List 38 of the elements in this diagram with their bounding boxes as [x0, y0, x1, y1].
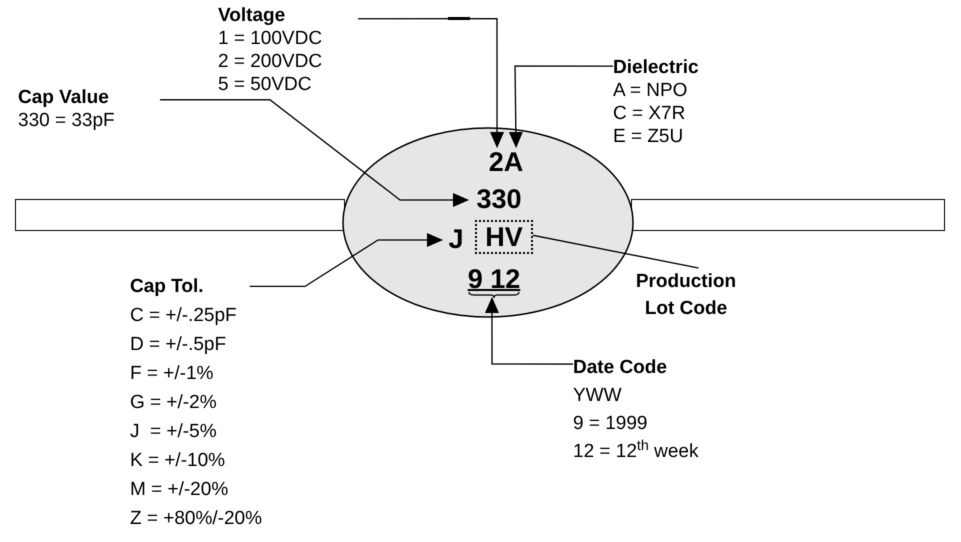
code-legend-line: E = Z5U	[613, 125, 684, 148]
callout-heading: Production Lot Code	[634, 270, 738, 321]
marking-code-box	[475, 220, 533, 254]
code-legend-line: 5 = 50VDC	[218, 73, 312, 96]
marking-code: 2A	[488, 147, 524, 177]
callout-heading: Cap Value	[18, 86, 110, 109]
lead-wire	[631, 199, 945, 231]
callout-heading: Date Code	[573, 356, 668, 380]
code-legend-line: 9 = 1999	[573, 412, 648, 436]
code-legend-line: G = +/-2%	[130, 391, 218, 415]
leader-line	[532, 234, 699, 269]
arrow	[508, 65, 613, 148]
code-legend-line: 2 = 200VDC	[218, 50, 324, 73]
code-legend-line: A = NPO	[613, 79, 688, 102]
code-legend-line: F = +/-1%	[130, 362, 214, 386]
callout-heading: Voltage	[218, 4, 286, 27]
code-legend-line: M = +/-20%	[130, 478, 230, 502]
code-legend-line: 1 = 100VDC	[218, 27, 324, 50]
code-legend-line: 330 = 33pF	[18, 109, 116, 132]
code-legend-line: J = +/-5%	[130, 420, 218, 444]
marking-code: HV	[485, 222, 523, 252]
marking-code: 330	[476, 184, 522, 214]
code-legend-line: 12 = 12$^{th}$ week	[573, 438, 700, 464]
code-legend-line: K = +/-10%	[130, 449, 226, 473]
lead-wire	[15, 199, 345, 231]
marking-code: 9 12	[468, 264, 520, 294]
arrow	[484, 297, 573, 365]
arrow	[160, 99, 469, 207]
code-legend-line: YWW	[573, 384, 623, 408]
callout-heading: Dielectric	[613, 56, 700, 79]
arrow	[358, 18, 504, 148]
arrow	[250, 233, 443, 288]
code-legend-line: Z = +80%/-20%	[130, 507, 264, 531]
marking-code: J	[448, 224, 464, 254]
code-legend-line: C = +/-.25pF	[130, 304, 238, 328]
code-legend-line: C = X7R	[613, 102, 686, 125]
code-legend-line: D = +/-.5pF	[130, 333, 228, 357]
callout-heading: Cap Tol.	[130, 275, 205, 299]
